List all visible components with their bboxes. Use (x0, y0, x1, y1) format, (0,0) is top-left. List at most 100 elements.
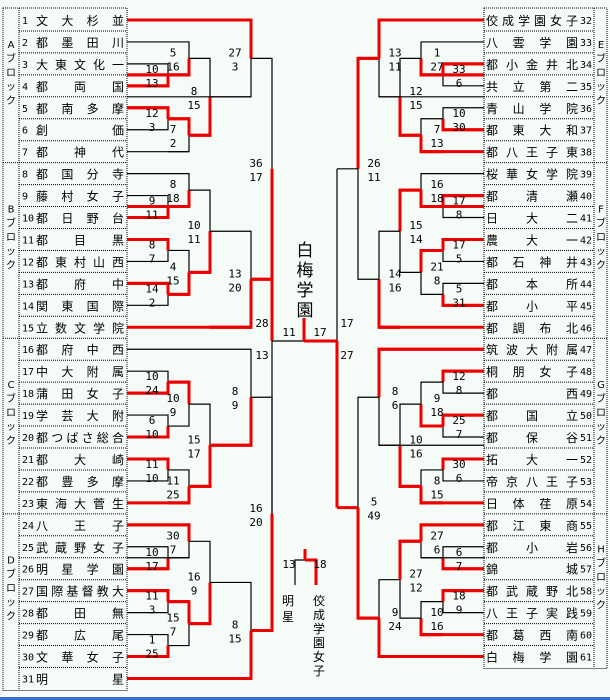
bracket-line-winner (441, 62, 484, 75)
team-name-char: 二 (566, 212, 578, 226)
team-name-char: 都 (36, 168, 48, 182)
bracket-line-winner (251, 513, 274, 632)
bracket-line-winner (441, 557, 484, 571)
team-number: 60 (580, 631, 592, 642)
team-name-char: 院 (566, 168, 578, 182)
block-label-char: ブ (596, 557, 606, 570)
team-name-char: 都 (36, 102, 48, 116)
team-name-char: 川 (112, 36, 124, 50)
bracket-line (420, 41, 484, 59)
bracket-line (210, 348, 252, 398)
team-name-char: 墨 (61, 36, 73, 50)
bracket-line (189, 403, 211, 446)
score-bottom: 24 (388, 620, 402, 633)
team-name-char: 東 (539, 519, 551, 533)
team-name-char: 附 (87, 365, 99, 379)
team-number: 28 (22, 609, 34, 620)
team-number: 14 (22, 301, 34, 312)
team-name-char: 明 (36, 672, 48, 686)
bracket-line (127, 523, 191, 542)
team-name-char: 摩 (112, 101, 124, 116)
final-score-right: 17 (313, 326, 326, 339)
team-name-char: 村 (61, 190, 73, 204)
team-name-char: 都 (36, 255, 48, 269)
bracket-line (420, 272, 443, 295)
team-name-char: 都 (486, 585, 498, 599)
bracket-line (210, 397, 253, 447)
team-name-char: 学 (539, 101, 551, 116)
team-name-char: 金 (526, 57, 538, 72)
team-number: 57 (580, 565, 592, 576)
team-name-char: 八 (526, 475, 538, 489)
team-number: 9 (22, 192, 28, 203)
bracket-line (378, 230, 400, 280)
score-bottom: 13 (145, 77, 158, 90)
team-name-char: 東 (566, 146, 578, 160)
block-label-char: H (597, 545, 605, 556)
champion-name-char: 白 (297, 241, 314, 261)
team-number: 38 (580, 148, 592, 159)
team-name-char: 都 (486, 58, 498, 72)
bracket-line (210, 230, 252, 280)
team-name-char: 保 (526, 431, 538, 445)
team-name-char: 小 (526, 299, 538, 313)
team-name-char: 星 (61, 563, 73, 577)
score-top: 8 (434, 474, 441, 487)
score-bottom: 17 (145, 560, 158, 573)
block-label-char: ブ (596, 216, 606, 229)
score-top: 16 (249, 502, 262, 515)
bracket-line (442, 107, 484, 119)
team-name-char: 芸 (61, 409, 73, 423)
score-top: 21 (430, 260, 443, 273)
block-label-char: ク (6, 259, 16, 271)
team-name-char: 北 (566, 321, 578, 335)
team-name-char: 崎 (112, 453, 124, 467)
score-top: 10 (430, 606, 443, 619)
team-name-char: 大 (87, 409, 99, 423)
score-top: 11 (166, 474, 179, 487)
team-number: 13 (22, 279, 34, 290)
bracket-line-winner (127, 557, 170, 571)
team-name-char: 大 (526, 233, 538, 247)
team-number: 59 (580, 609, 592, 620)
team-name-char: 並 (112, 14, 124, 28)
block-label-char: ッ (596, 422, 606, 433)
bracket-line-winner (189, 582, 212, 626)
team-name-char: 杉 (87, 14, 99, 28)
bracket-line (251, 57, 273, 169)
team-name-char: 八 (486, 36, 498, 50)
team-name-char: 井 (566, 255, 578, 269)
bracket-line-winner (210, 397, 253, 447)
team-name-char: 東 (36, 497, 48, 511)
score-top: 10 (166, 392, 179, 405)
score-bottom: 7 (456, 560, 463, 573)
team-name-char: 東 (61, 299, 73, 313)
side-final-score-left: 13 (282, 558, 295, 571)
team-name-char: 蔵 (526, 585, 538, 599)
score-bottom: 6 (434, 543, 441, 556)
team-name-char: 子 (566, 475, 578, 489)
block-label-char: ブ (6, 52, 16, 65)
team-name-char: 都 (36, 629, 48, 643)
team-name-char: 代 (112, 146, 124, 160)
score-bottom: 3 (149, 121, 156, 134)
block-label-char: ク (596, 259, 606, 271)
team-name-char: 子 (546, 146, 558, 160)
team-name-char: 都 (486, 299, 498, 313)
block-label-char: ク (596, 435, 606, 447)
team-name-char: 都 (36, 475, 48, 489)
team-name-char: 督 (82, 584, 94, 599)
team-name-char: 大 (36, 58, 48, 72)
bracket-line-winner (441, 369, 484, 383)
team-name-char: 大 (539, 124, 551, 138)
bracket-line (127, 633, 169, 646)
team-name-char: 調 (513, 321, 525, 335)
score-bottom: 6 (392, 399, 399, 412)
score-top: 8 (191, 85, 198, 98)
team-name-char: 王 (546, 475, 558, 489)
team-name-char: 大 (74, 453, 86, 467)
block-label-char: ロ (6, 584, 16, 595)
score-top: 1 (149, 634, 156, 647)
team-number: 45 (580, 301, 592, 312)
score-top: 12 (452, 370, 465, 383)
